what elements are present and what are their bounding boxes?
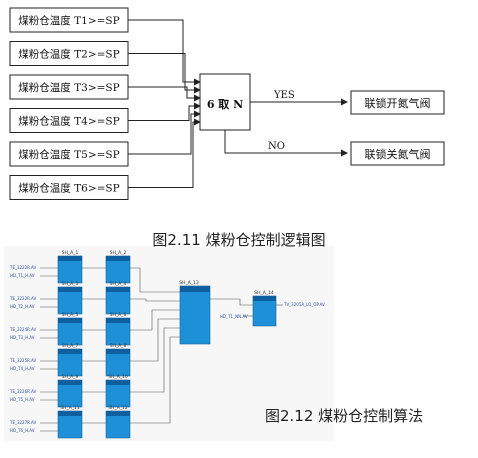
compare-block-title: SH_A_11 [60, 405, 80, 411]
temperature-tag: TE_3224R.AV [9, 327, 37, 332]
output-block: SH_A_14 TV_3205A_LO_OP.AV HD_T1_NN.AV [220, 290, 325, 327]
algorithm-row-3: SH_A_5TE_3224R.AV HD_T3_H.AV SH_A_6 [9, 312, 131, 346]
input-connector [128, 19, 201, 86]
timer-block-title: SH_A_4 [110, 281, 127, 287]
input-label: 煤粉仓温度 T1>=SP [18, 14, 119, 27]
timer-block-header [106, 411, 130, 416]
yes-label: YES [273, 90, 295, 101]
output-connector [210, 298, 253, 306]
input-condition-4: 煤粉仓温度 T4>=SP [9, 108, 129, 133]
timer-block-header [106, 380, 130, 385]
temperature-tag: TE_3225R.AV [9, 358, 37, 363]
open-nitrogen-valve-label: 联锁开氮气阀 [365, 96, 431, 110]
timer-block-header [106, 349, 130, 354]
compare-block-header [58, 256, 82, 261]
temperature-tag: TE_3226R.AV [9, 389, 37, 394]
compare-block-title: SH_A_1 [62, 250, 79, 256]
output-title: SH_A_14 [254, 290, 274, 296]
compare-block-header [58, 318, 82, 323]
compare-block-header [58, 380, 82, 385]
selector-connector [130, 309, 180, 331]
input-label: 煤粉仓温度 T6>=SP [18, 182, 119, 195]
input-label: 煤粉仓温度 T2>=SP [18, 48, 119, 61]
input-condition-1: 煤粉仓温度 T1>=SP [9, 7, 129, 33]
selector-connector [130, 336, 180, 424]
no-connector [224, 130, 348, 157]
close-nitrogen-valve-box [350, 141, 445, 166]
compare-block-title: SH_A_3 [62, 281, 79, 287]
selector-block: SH_A_13 [179, 280, 211, 345]
input-condition-6: 煤粉仓温度 T6>=SP [9, 175, 129, 200]
timer-block-title: SH_A_8 [110, 343, 127, 349]
timer-block-title: SH_A_10 [108, 374, 128, 380]
timer-block-title: SH_A_12 [108, 405, 128, 411]
gate-box [199, 73, 251, 131]
high-limit-tag: HD_T6_H.AV [10, 428, 35, 433]
high-limit-tag: HD_T3_H.AV [10, 335, 35, 340]
input-connector [128, 110, 201, 155]
input-condition-2: 煤粉仓温度 T2>=SP [9, 41, 129, 66]
input-box [9, 41, 129, 66]
timer-block-title: SH_A_6 [110, 312, 127, 318]
algorithm-row-5: SH_A_9TE_3226R.AV HD_T5_H.AV SH_A_10 [9, 374, 131, 408]
input-connector [128, 118, 201, 188]
input-box [9, 141, 129, 167]
gate-label: 6 取 N [207, 98, 243, 111]
input-connector [128, 53, 201, 94]
selector-connector [130, 318, 180, 362]
temperature-tag: TE_3222R.AV [9, 296, 37, 301]
algorithm-diagram: SH_A_1TE_3222R.AVHD_T1_H.AVSH_A_2SH_A_3T… [4, 246, 334, 441]
algorithm-row-1: SH_A_1TE_3222R.AV HD_T1_H.AV SH_A_2 [9, 250, 131, 284]
close-nitrogen-valve-label: 联锁关氮气阀 [365, 147, 431, 161]
compare-block-title: SH_A_7 [62, 343, 79, 349]
figure-2-12-caption: 图2.12 煤粉仓控制算法 [265, 407, 424, 425]
compare-block-title: SH_A_5 [62, 312, 79, 318]
algorithm-row-2: SH_A_3TE_3222R.AV HD_T2_H.AV SH_A_4 [9, 281, 131, 315]
input-label: 煤粉仓温度 T4>=SP [18, 115, 119, 128]
output-tag: TV_3205A_LO_OP.AV [283, 302, 325, 307]
input-condition-5: 煤粉仓温度 T5>=SP [9, 141, 129, 167]
temperature-tag: TE_3222R.AV [9, 265, 37, 270]
open-nitrogen-valve-box [350, 90, 445, 115]
timer-block-title: SH_A_2 [110, 250, 127, 256]
timer-block-header [106, 318, 130, 323]
compare-block-title: SH_A_9 [62, 374, 79, 380]
input-condition-3: 煤粉仓温度 T3>=SP [9, 74, 129, 100]
input-connector [128, 86, 201, 102]
selector-connector [130, 267, 180, 293]
timer-block-header [106, 256, 130, 261]
temperature-tag: TE_3227R.AV [9, 420, 37, 425]
algorithm-row-4: SH_A_7TE_3225R.AV HD_T4_H.AV SH_A_8 [9, 343, 131, 377]
input-label: 煤粉仓温度 T5>=SP [18, 148, 119, 161]
selector-connector [130, 327, 180, 393]
timer-block-header [106, 287, 130, 292]
selector-connector [130, 298, 180, 302]
input-box [9, 74, 129, 100]
input-label: 煤粉仓温度 T3>=SP [18, 81, 119, 94]
high-limit-tag: HD_T1_H.AV [10, 273, 35, 278]
input-box [9, 7, 129, 33]
high-limit-tag: HD_T4_H.AV [10, 366, 35, 371]
logic-diagram: 煤粉仓温度 T1>=SP 煤粉仓温度 T2>=SP 煤粉仓温度 T3>=SP 煤粉仓温… [9, 7, 445, 200]
compare-block-header [58, 349, 82, 354]
no-label: NO [268, 141, 285, 152]
selector-title: SH_A_13 [179, 280, 199, 286]
figure-2-11-caption: 图2.11 煤粉仓控制逻辑图 [152, 231, 326, 249]
input-connector [128, 102, 201, 121]
compare-block-header [58, 287, 82, 292]
high-limit-tag: HD_T2_H.AV [10, 304, 35, 309]
setpoint-tag: HD_T1_NN.AV [220, 314, 248, 319]
compare-block-header [58, 411, 82, 416]
high-limit-tag: HD_T5_H.AV [10, 397, 35, 402]
